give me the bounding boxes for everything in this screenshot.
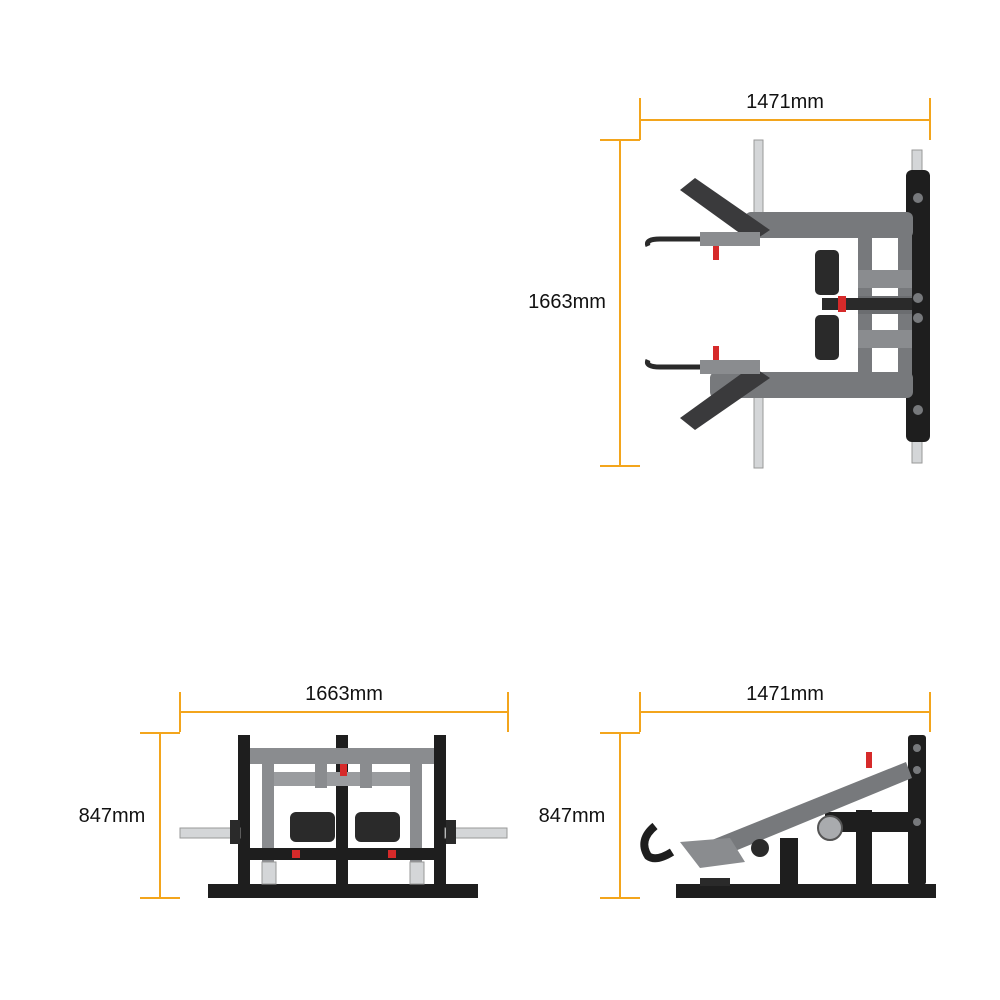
side-view-width-dimension [639,692,931,732]
front-view: 1663mm 847mm [79,683,509,899]
side-view: 1471mm 847mm [539,683,936,899]
top-view: 1471mm 1663mm [528,91,931,469]
front-view-height-label: 847mm [79,805,146,827]
side-view-machine [640,735,936,898]
side-view-width-label: 1471mm [746,683,824,705]
front-view-machine [179,735,508,898]
front-view-width-dimension [179,692,509,732]
side-view-height-label: 847mm [539,805,606,827]
top-view-machine [645,139,930,469]
top-view-width-label: 1471mm [746,91,824,113]
front-view-width-label: 1663mm [305,683,383,705]
side-view-height-dimension [600,732,640,899]
top-view-depth-label: 1663mm [528,291,606,313]
top-view-depth-dimension [600,139,640,467]
front-view-height-dimension [140,732,180,899]
top-view-width-dimension [639,98,931,140]
